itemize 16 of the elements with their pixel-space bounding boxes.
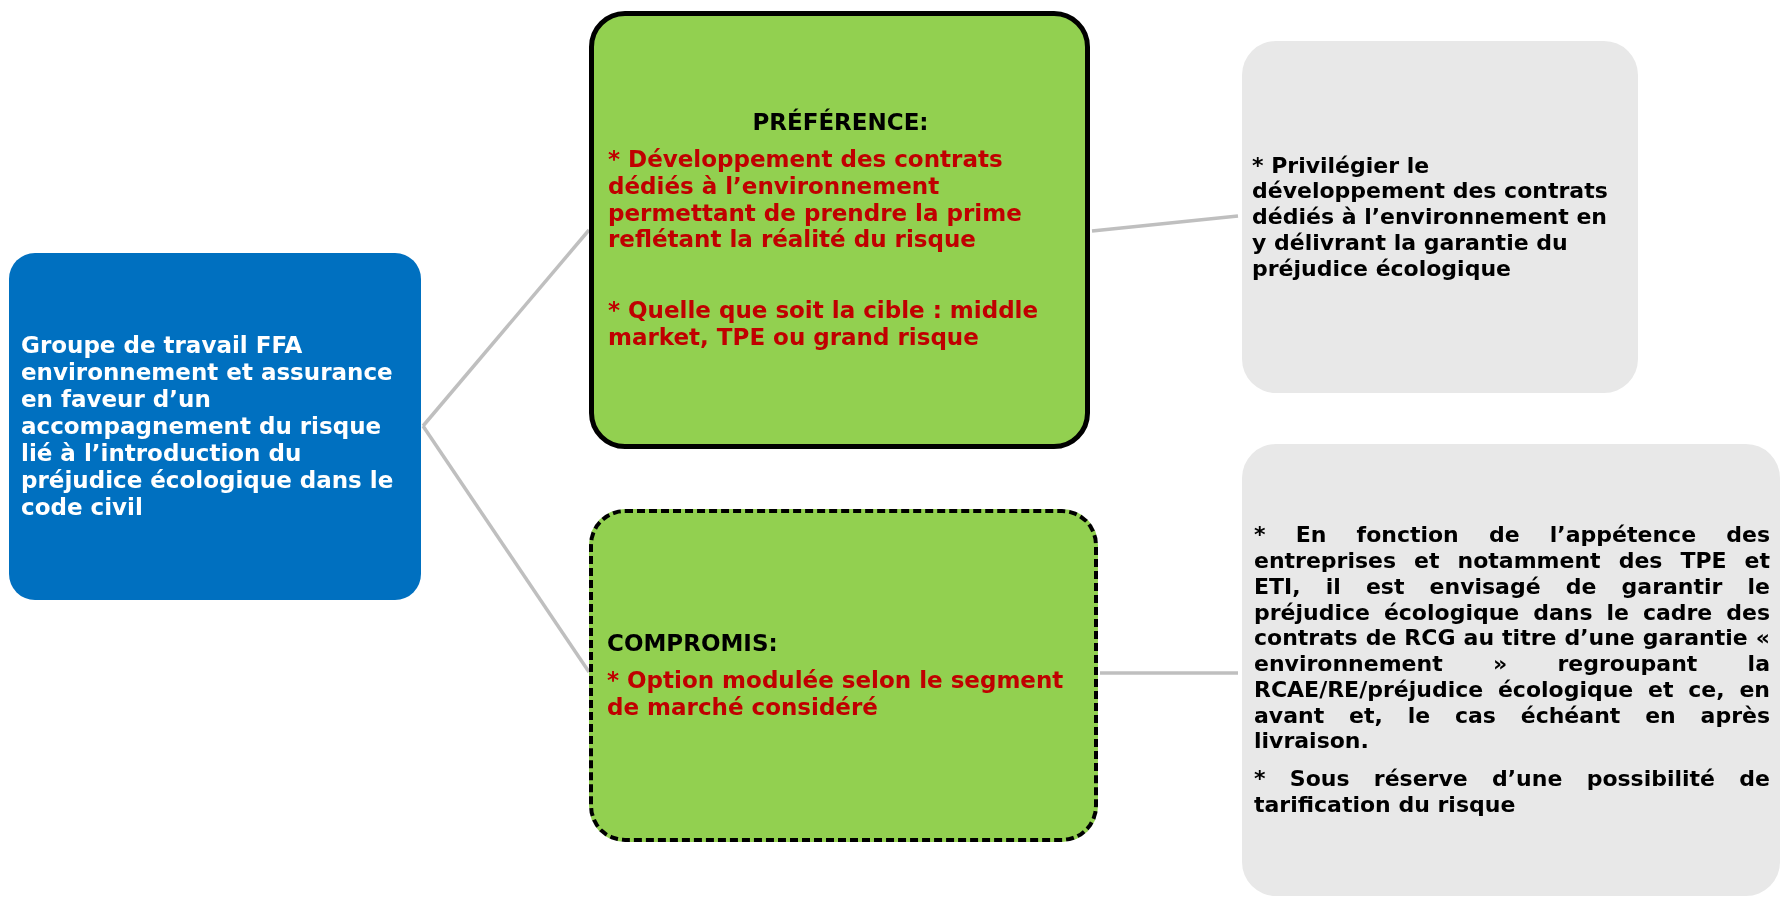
- heading: COMPROMIS:: [607, 630, 779, 658]
- connector-line: [1091, 214, 1239, 233]
- connector-line: [1100, 671, 1238, 675]
- connector-line: [421, 425, 591, 673]
- body-text: * En fonction de l’appétence des entreprises et notamment des TPE et ETI, il est envisagé de garantir le préjudice écologique dans le cadre des contrats de RCG au titre d’une garantie « environnement » regroupant la RCAE/RE/préjudice écologique et ce, en avant et, le cas échéant en après livraison.: [1254, 522, 1770, 755]
- option-box: [589, 509, 1098, 842]
- body-text: * Sous réserve d’une possibilité de tarification du risque: [1254, 766, 1770, 818]
- topic-box: [9, 253, 421, 600]
- heading: PRÉFÉRENCE:: [751, 108, 930, 136]
- option-box: [589, 11, 1090, 449]
- body-text: * Quelle que soit la cible : middle market, TPE ou grand risque: [608, 297, 1040, 352]
- body-text: * Développement des contrats dédiés à l’environnement permettant de prendre la prime reflétant la réalité du risque: [608, 145, 1023, 254]
- body-text: * Option modulée selon le segment de marché considéré: [607, 667, 1065, 721]
- connector-line: [421, 228, 591, 428]
- body-text: Groupe de travail FFA environnement et assurance en faveur d’un accompagnement du risque lié à l’introduction du préjudice écologique dans le code civil: [21, 332, 395, 521]
- body-text: * Privilégier le développement des contrats dédiés à l’environnement en y délivrant la garantie du préjudice écologique: [1252, 152, 1609, 282]
